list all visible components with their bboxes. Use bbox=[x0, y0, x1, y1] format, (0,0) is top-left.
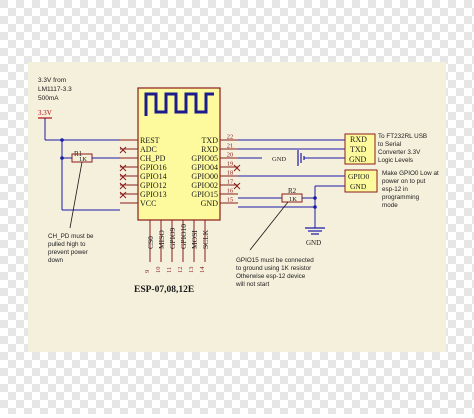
junction-dot bbox=[313, 196, 317, 200]
junction-dot bbox=[60, 156, 64, 160]
right-pin-label: GPIO02 bbox=[191, 181, 218, 190]
left-pin-label: GPIO13 bbox=[140, 190, 167, 199]
right-pin-label: GPIO00 bbox=[191, 172, 218, 181]
gpio0-pin: GPIO0 bbox=[348, 172, 370, 181]
pcb-antenna bbox=[144, 92, 214, 116]
supply-note-line-1: 3.3V from bbox=[38, 77, 66, 84]
right-pin-number: 19 bbox=[227, 161, 234, 168]
left-pin-label: CH_PD bbox=[140, 154, 166, 163]
no-connect-markers-right bbox=[233, 164, 241, 190]
uart-pin-gnd: GND bbox=[349, 155, 367, 164]
bottom-pin-label: GPIO10 bbox=[179, 224, 188, 249]
uart-pin-txd: TXD bbox=[350, 145, 367, 154]
resistor-r2-value: 1K bbox=[289, 196, 297, 203]
gpio15-note-line-1: GPIO15 must be connected bbox=[236, 257, 314, 264]
left-pin-label: REST bbox=[140, 136, 160, 145]
uart-note-line-1: To FT232RL USB bbox=[378, 133, 427, 140]
right-pin-number: 21 bbox=[227, 143, 234, 150]
gpio15-note-line-3: Otherwise esp-12 device bbox=[236, 273, 306, 280]
schematic-sheet bbox=[28, 62, 446, 352]
module-name: ESP-07,08,12E bbox=[134, 285, 194, 295]
gpio0-note-line-2: power on to put bbox=[382, 178, 426, 185]
right-pin-number: 15 bbox=[227, 197, 234, 204]
ground-label: GND bbox=[306, 239, 321, 247]
bottom-pin-number: 10 bbox=[155, 267, 162, 274]
bottom-pin-label: MISO bbox=[157, 230, 166, 249]
right-pin-number: 20 bbox=[227, 152, 234, 159]
ch-pd-note-line-2: pulled high to bbox=[48, 241, 86, 248]
uart-pin-rxd: RXD bbox=[350, 135, 367, 144]
bottom-pin-number: 11 bbox=[166, 267, 173, 273]
gpio0-note-line-1: Make GPIO0 Low at bbox=[382, 170, 439, 177]
right-pin-label: GPIO04 bbox=[191, 163, 218, 172]
supply-label: 3.3V bbox=[38, 109, 52, 117]
gpio0-connector bbox=[344, 169, 378, 193]
gpio15-note-line-4: will not start bbox=[235, 281, 269, 288]
right-pin-number: 16 bbox=[227, 188, 234, 195]
uart-note-line-2: to Serial bbox=[378, 141, 401, 148]
junction-dot bbox=[313, 205, 317, 209]
right-pin-number: 18 bbox=[227, 170, 234, 177]
left-pin-label: GPIO16 bbox=[140, 163, 167, 172]
gpio15-note-arrow bbox=[249, 201, 289, 251]
right-pin-number: 17 bbox=[227, 179, 234, 186]
right-pin-label: GPIO15 bbox=[191, 190, 218, 199]
bottom-pin-number: 13 bbox=[188, 267, 195, 274]
uart-connector bbox=[344, 133, 376, 165]
gnd-symbol-label: GND bbox=[272, 156, 286, 163]
supply-note-line-2: LM1117-3.3 bbox=[38, 86, 72, 93]
gpio0-note-line-3: esp-12 in bbox=[382, 186, 408, 193]
bottom-pin-label: SCLK bbox=[201, 229, 210, 249]
bottom-pin-label: CS0 bbox=[146, 236, 155, 249]
left-pin-label: ADC bbox=[140, 145, 157, 154]
bottom-pin-number: 12 bbox=[177, 267, 184, 274]
gpio0-note-line-5: mode bbox=[382, 202, 398, 209]
bottom-pin-group: CS0 9 MISO 10 GPIO9 11 GPIO10 12 MOSI 13 SCLK 14 bbox=[144, 220, 210, 273]
uart-note-line-3: Converter 3.3V bbox=[378, 149, 421, 156]
uart-note-line-4: Logic Levels bbox=[378, 157, 413, 164]
no-connect-markers-left bbox=[119, 146, 127, 199]
left-pin-label: GPIO12 bbox=[140, 181, 167, 190]
gpio0-note-line-4: programming bbox=[382, 194, 420, 201]
right-pin-label: RXD bbox=[201, 145, 218, 154]
right-pin-label: GND bbox=[201, 199, 219, 208]
ch-pd-note-arrow bbox=[69, 161, 83, 229]
bottom-pin-number: 14 bbox=[199, 266, 206, 273]
gpio0-pin-gnd: GND bbox=[350, 182, 367, 191]
resistor-r2-label: R2 bbox=[288, 187, 297, 195]
left-pin-label: VCC bbox=[140, 199, 156, 208]
ch-pd-note-line-1: CH_PD must be bbox=[48, 233, 94, 240]
bottom-pin-number: 9 bbox=[144, 270, 151, 273]
bottom-pin-label: GPIO9 bbox=[168, 227, 177, 249]
right-pin-number: 22 bbox=[227, 134, 234, 141]
ch-pd-note-line-4: down bbox=[48, 257, 64, 264]
left-pin-label: GPIO14 bbox=[140, 172, 167, 181]
resistor-r1-value: 1K bbox=[79, 156, 87, 163]
right-pin-label: GPIO05 bbox=[191, 154, 218, 163]
junction-dot bbox=[60, 138, 64, 142]
supply-note-line-3: 500mA bbox=[38, 95, 59, 102]
ch-pd-note-line-3: prevent power bbox=[48, 249, 88, 256]
bottom-pin-label: MOSI bbox=[190, 230, 199, 249]
right-pin-label: TXD bbox=[202, 136, 219, 145]
gpio15-note-line-2: to ground using 1K resistor bbox=[236, 265, 311, 272]
